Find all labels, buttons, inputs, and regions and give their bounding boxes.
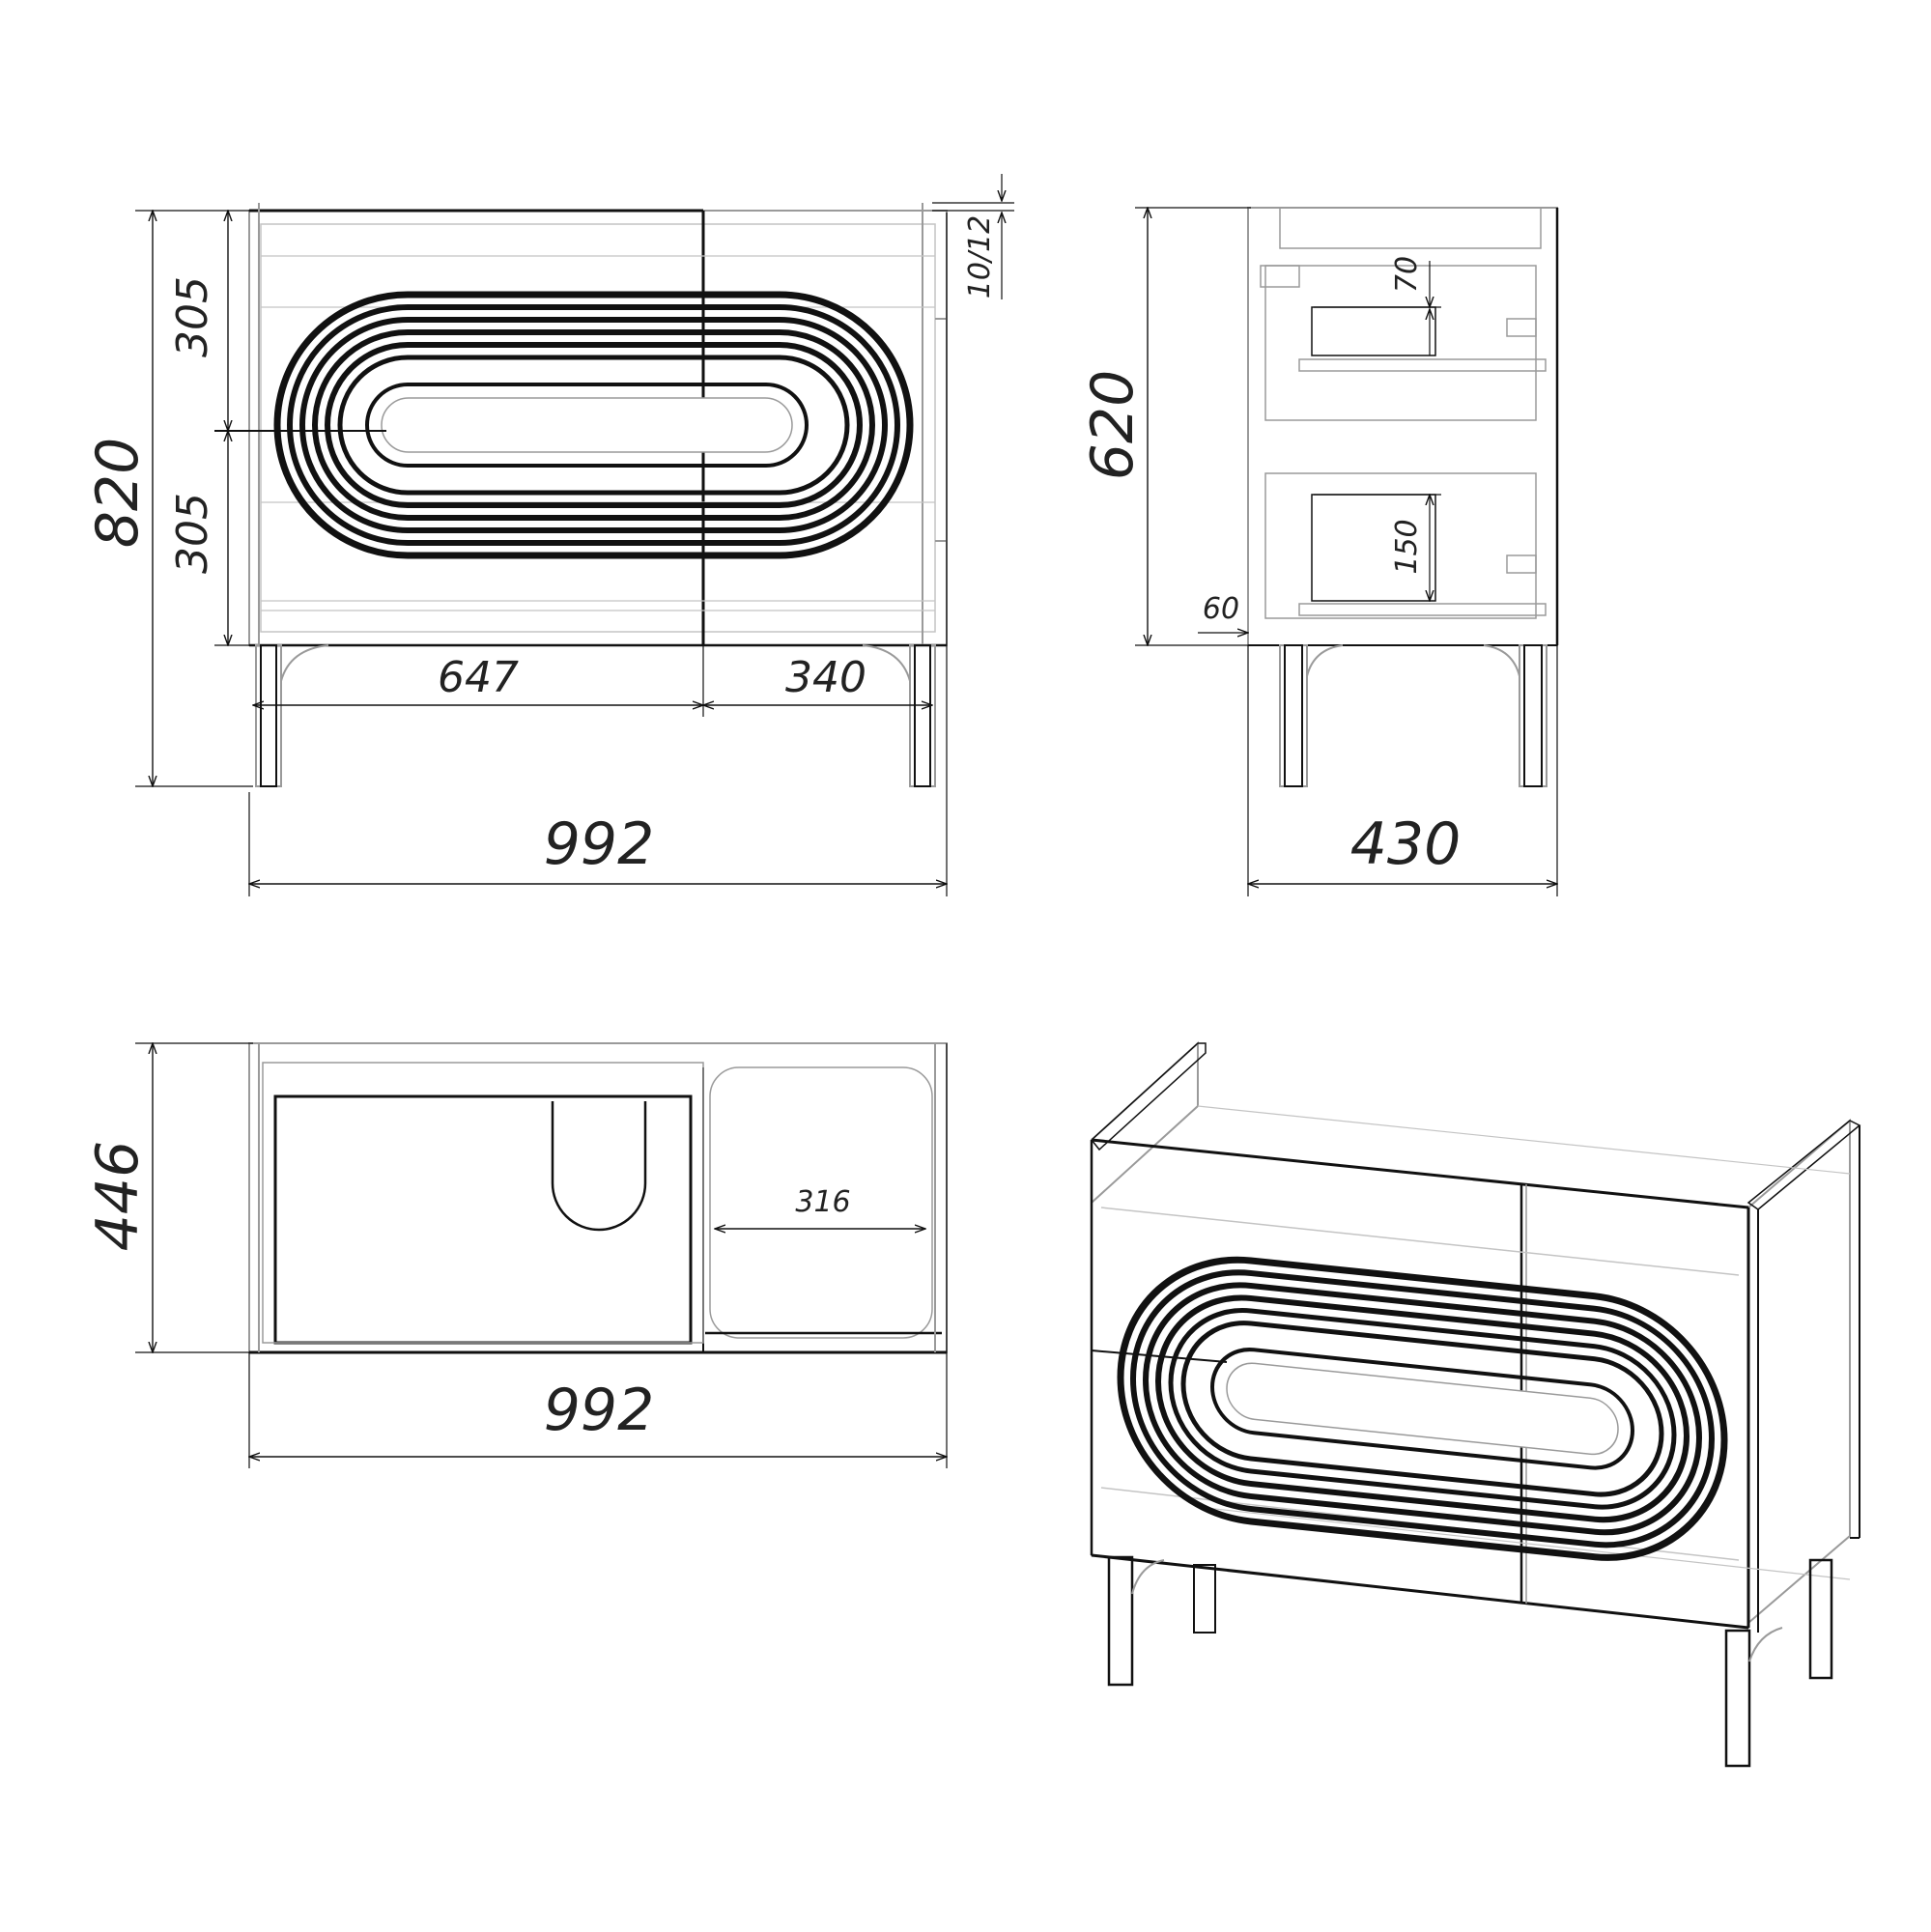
dim-side-drawer-bottom: 150	[1390, 519, 1424, 574]
dim-top-inner-width: 316	[795, 1185, 850, 1219]
dim-front-right-width: 340	[785, 653, 866, 702]
dim-front-lower-height: 305	[168, 493, 217, 574]
side-legs	[1279, 644, 1548, 787]
front-view: 820 305 305 647 340 992 10/12	[84, 174, 1014, 896]
dim-top-total-width: 992	[544, 1377, 655, 1444]
top-view: 446 316 992	[84, 1042, 948, 1468]
dim-side-offset: 60	[1203, 592, 1239, 626]
dim-top-thickness: 10/12	[963, 215, 997, 298]
dim-side-drawer-top: 70	[1390, 256, 1424, 293]
front-dimension-lines	[135, 174, 1014, 896]
top-dimension-lines	[135, 1043, 947, 1468]
dim-side-depth: 430	[1350, 810, 1462, 878]
top-cabinet-body	[248, 1042, 948, 1354]
dim-top-depth: 446	[84, 1141, 152, 1252]
dim-front-total-width: 992	[544, 810, 655, 878]
iso-cabinet-body	[1090, 1040, 1861, 1633]
front-oval-relief	[273, 291, 914, 559]
dim-front-height: 820	[84, 438, 152, 549]
dim-front-upper-height: 305	[168, 276, 217, 357]
dim-side-height: 620	[1079, 370, 1147, 481]
side-dimension-lines	[1135, 208, 1557, 896]
iso-legs	[1107, 1555, 1833, 1768]
front-legs	[255, 644, 936, 787]
iso-oval-relief	[1117, 1256, 1728, 1561]
side-view: 620 70 150 60 430	[1079, 207, 1559, 896]
isometric-view	[1090, 1040, 1861, 1768]
side-cabinet-body	[1247, 207, 1559, 646]
dim-front-left-width: 647	[438, 653, 519, 702]
